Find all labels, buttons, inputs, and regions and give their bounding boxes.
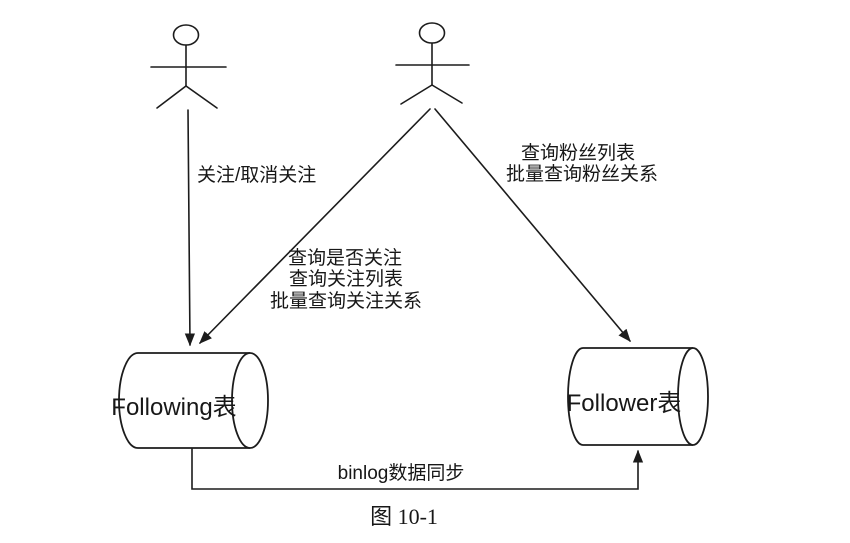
arrow-follow-action [184, 109, 196, 347]
following-table-label: Following表 [111, 394, 236, 421]
following-query-label-1: 查询是否关注 [288, 247, 402, 269]
left-actor-icon [150, 24, 227, 109]
actor-legs [156, 85, 218, 109]
follower-query-label-1: 查询粉丝列表 [521, 142, 635, 164]
follow-action-label: 关注/取消关注 [197, 164, 316, 186]
arrow-following-queries [199, 108, 431, 344]
arrow-follower-queries [434, 108, 631, 342]
arrow-binlog-sync [191, 448, 644, 490]
follower-table-cylinder: Follower表 [567, 347, 709, 446]
figure-caption: 图 10-1 [370, 504, 438, 529]
actor-legs [400, 84, 463, 105]
following-query-label-2: 查询关注列表 [289, 268, 403, 290]
cylinder-end-cap [231, 352, 269, 449]
binlog-sync-label: binlog数据同步 [338, 462, 465, 484]
cylinder-body [118, 352, 250, 449]
following-table-cylinder: Following表 [111, 352, 269, 449]
follower-query-label-2: 批量查询粉丝关系 [506, 163, 658, 185]
cylinder-body [567, 347, 693, 446]
follower-table-label: Follower表 [567, 390, 682, 417]
following-query-label-3: 批量查询关注关系 [270, 290, 422, 312]
right-actor-icon [395, 22, 470, 105]
actor-head [172, 24, 200, 46]
actor-head [418, 22, 446, 44]
cylinder-end-cap [677, 347, 709, 446]
